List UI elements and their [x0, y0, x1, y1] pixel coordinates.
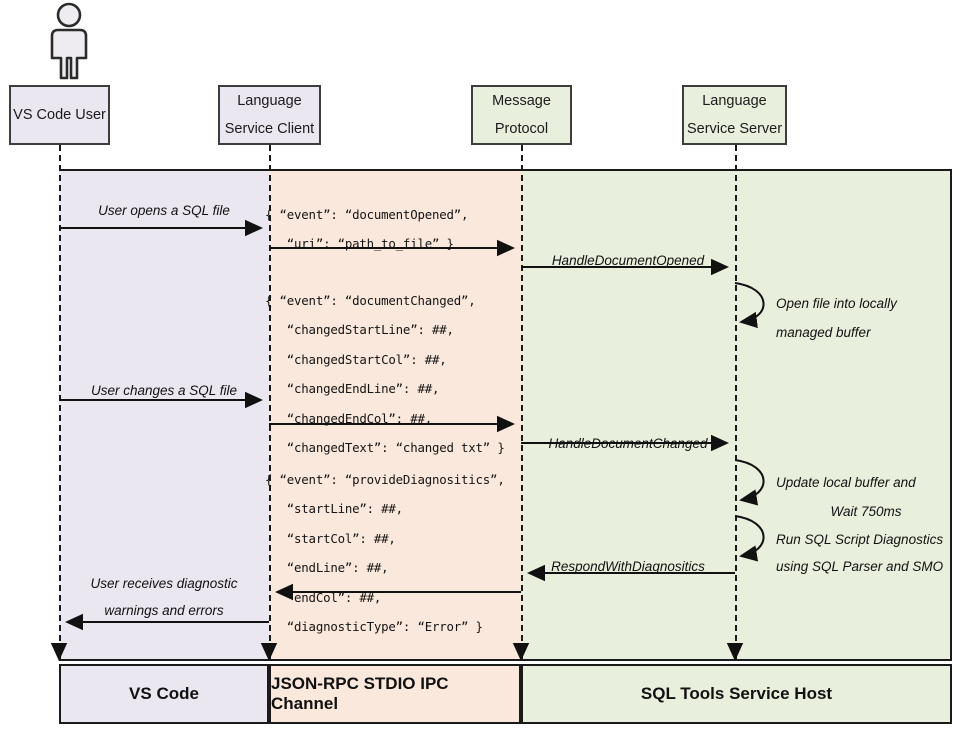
lifeline-label-line1: VS Code User: [13, 106, 106, 123]
lifeline-label-line2: Protocol: [494, 121, 549, 137]
lifeline-head-message-protocol[interactable]: Message Protocol: [471, 85, 572, 145]
footer-label: JSON-RPC STDIO IPC Channel: [271, 674, 449, 713]
note-run-diagnostics-line1: Run SQL Script Diagnostics: [776, 532, 944, 547]
lifeline-label-line2: Service Client: [224, 121, 315, 137]
note-open-file-line1: Open file into locally: [776, 296, 897, 311]
message-label-handle-document-changed: HandleDocumentChanged: [548, 436, 708, 451]
payload-document-opened: { “event”: “documentOpened”, “uri”: “pat…: [265, 207, 469, 252]
message-label-user-receives-diagnostics-line2: warnings and errors: [104, 603, 224, 618]
footer-label: SQL Tools Service Host: [640, 684, 833, 703]
payload-document-changed: { “event”: “documentChanged”, “changedSt…: [265, 293, 505, 455]
stick-figure-icon: [50, 2, 88, 80]
lifeline-head-language-service-server[interactable]: Language Service Server: [682, 85, 787, 145]
lifeline-head-vs-code-user[interactable]: VS Code User: [9, 85, 110, 145]
lifeline-vs-code-user: [59, 145, 61, 661]
lifeline-label-line1: Message: [492, 92, 551, 109]
note-run-diagnostics-line2: using SQL Parser and SMO: [776, 559, 944, 574]
footer-label: VS Code: [129, 684, 199, 703]
footer-json-rpc[interactable]: JSON-RPC STDIO IPC Channel: [269, 664, 521, 724]
message-label-handle-document-opened: HandleDocumentOpened: [551, 253, 705, 268]
lifeline-label-line2: Service Server: [686, 121, 783, 137]
footer-vs-code[interactable]: VS Code: [59, 664, 269, 724]
message-label-user-opens-sql-file: User opens a SQL file: [98, 203, 230, 218]
lifeline-label-line1: Language: [702, 92, 767, 109]
band-ipc-channel: [269, 169, 521, 661]
band-vs-code: [59, 169, 269, 661]
message-label-respond-with-diagnositics: RespondWithDiagnositics: [551, 559, 705, 574]
footer-sql-tools[interactable]: SQL Tools Service Host: [521, 664, 952, 724]
note-update-buffer-line1: Update local buffer and: [776, 475, 916, 490]
lifeline-message-protocol: [521, 145, 523, 661]
note-open-file-line2: managed buffer: [776, 325, 871, 340]
lifeline-language-service-server: [735, 145, 737, 661]
lifeline-language-service-client: [269, 145, 271, 661]
payload-provide-diagnositics: { “event”: “provideDiagnositics”, “start…: [265, 472, 505, 634]
note-update-buffer-line2: Wait 750ms: [830, 504, 902, 519]
lifeline-head-language-service-client[interactable]: Language Service Client: [218, 85, 321, 145]
actor-vs-code-user: [34, 2, 104, 80]
message-label-user-changes-sql-file: User changes a SQL file: [90, 383, 238, 398]
message-label-user-receives-diagnostics-line1: User receives diagnostic: [90, 576, 238, 591]
lifeline-label-line1: Language: [237, 92, 302, 109]
